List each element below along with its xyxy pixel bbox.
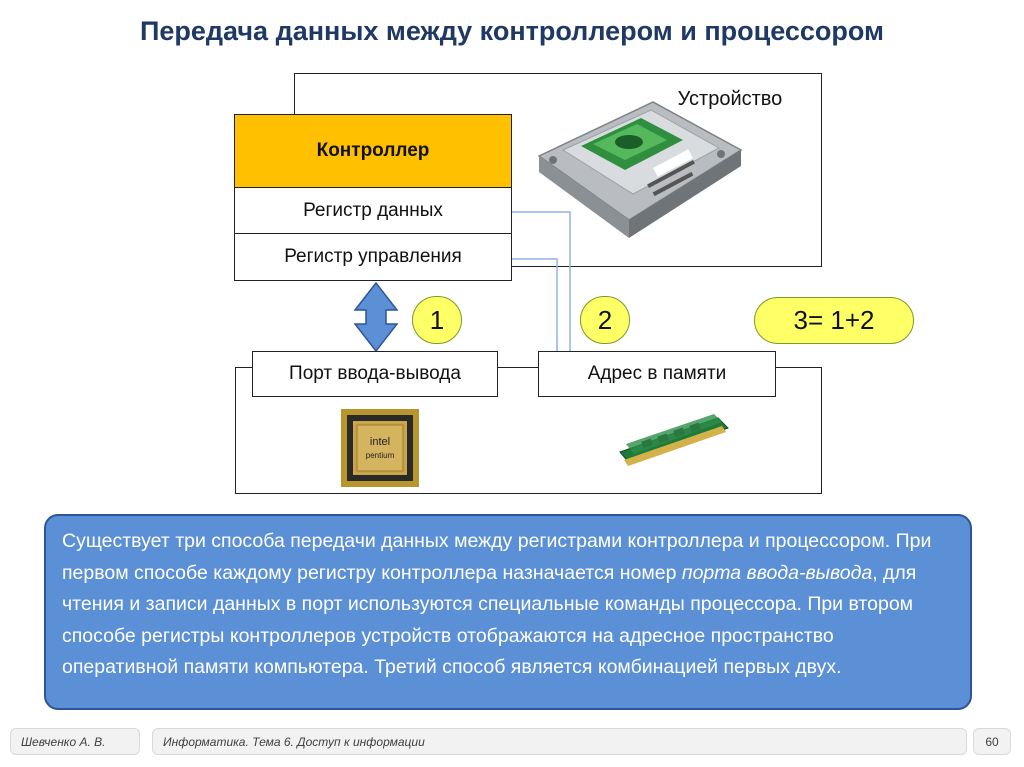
data-register: Регистр данных	[235, 188, 511, 234]
io-port-box: Порт ввода-вывода	[252, 351, 498, 397]
info-text-box: Существует три способа передачи данных м…	[44, 514, 972, 710]
svg-text:intel: intel	[370, 436, 390, 448]
device-label: Устройство	[677, 88, 783, 110]
info-text-part1: Существует три способа передачи данных м…	[62, 530, 932, 584]
hard-disk-drive-image	[537, 101, 743, 238]
intel-pentium-chip-image: intel pentium	[341, 409, 419, 487]
control-register: Регистр управления	[284, 246, 462, 267]
svg-text:pentium: pentium	[366, 451, 395, 460]
controller-header: Контроллер	[235, 115, 511, 188]
method-1-badge: 1	[412, 296, 462, 344]
footer-author: Шевченко А. В.	[10, 728, 140, 755]
footer-page-number: 60	[973, 728, 1011, 755]
wire-control-register	[512, 258, 558, 366]
slide-title: Передача данных между контроллером и про…	[139, 16, 885, 46]
memory-address-box: Адрес в памяти	[538, 351, 776, 397]
info-text-italic: порта ввода-вывода	[681, 561, 873, 584]
info-text-part2: , для чтения и записи данных в порт испо…	[62, 561, 917, 679]
double-arrow-icon	[353, 281, 399, 353]
method-2-badge: 2	[580, 296, 630, 344]
controller-block: Контроллер Регистр данных Регистр управл…	[234, 114, 512, 281]
method-3-badge: 3= 1+2	[754, 297, 914, 344]
footer-course: Информатика. Тема 6. Доступ к информации	[152, 728, 967, 755]
memory-module-image	[619, 414, 729, 466]
